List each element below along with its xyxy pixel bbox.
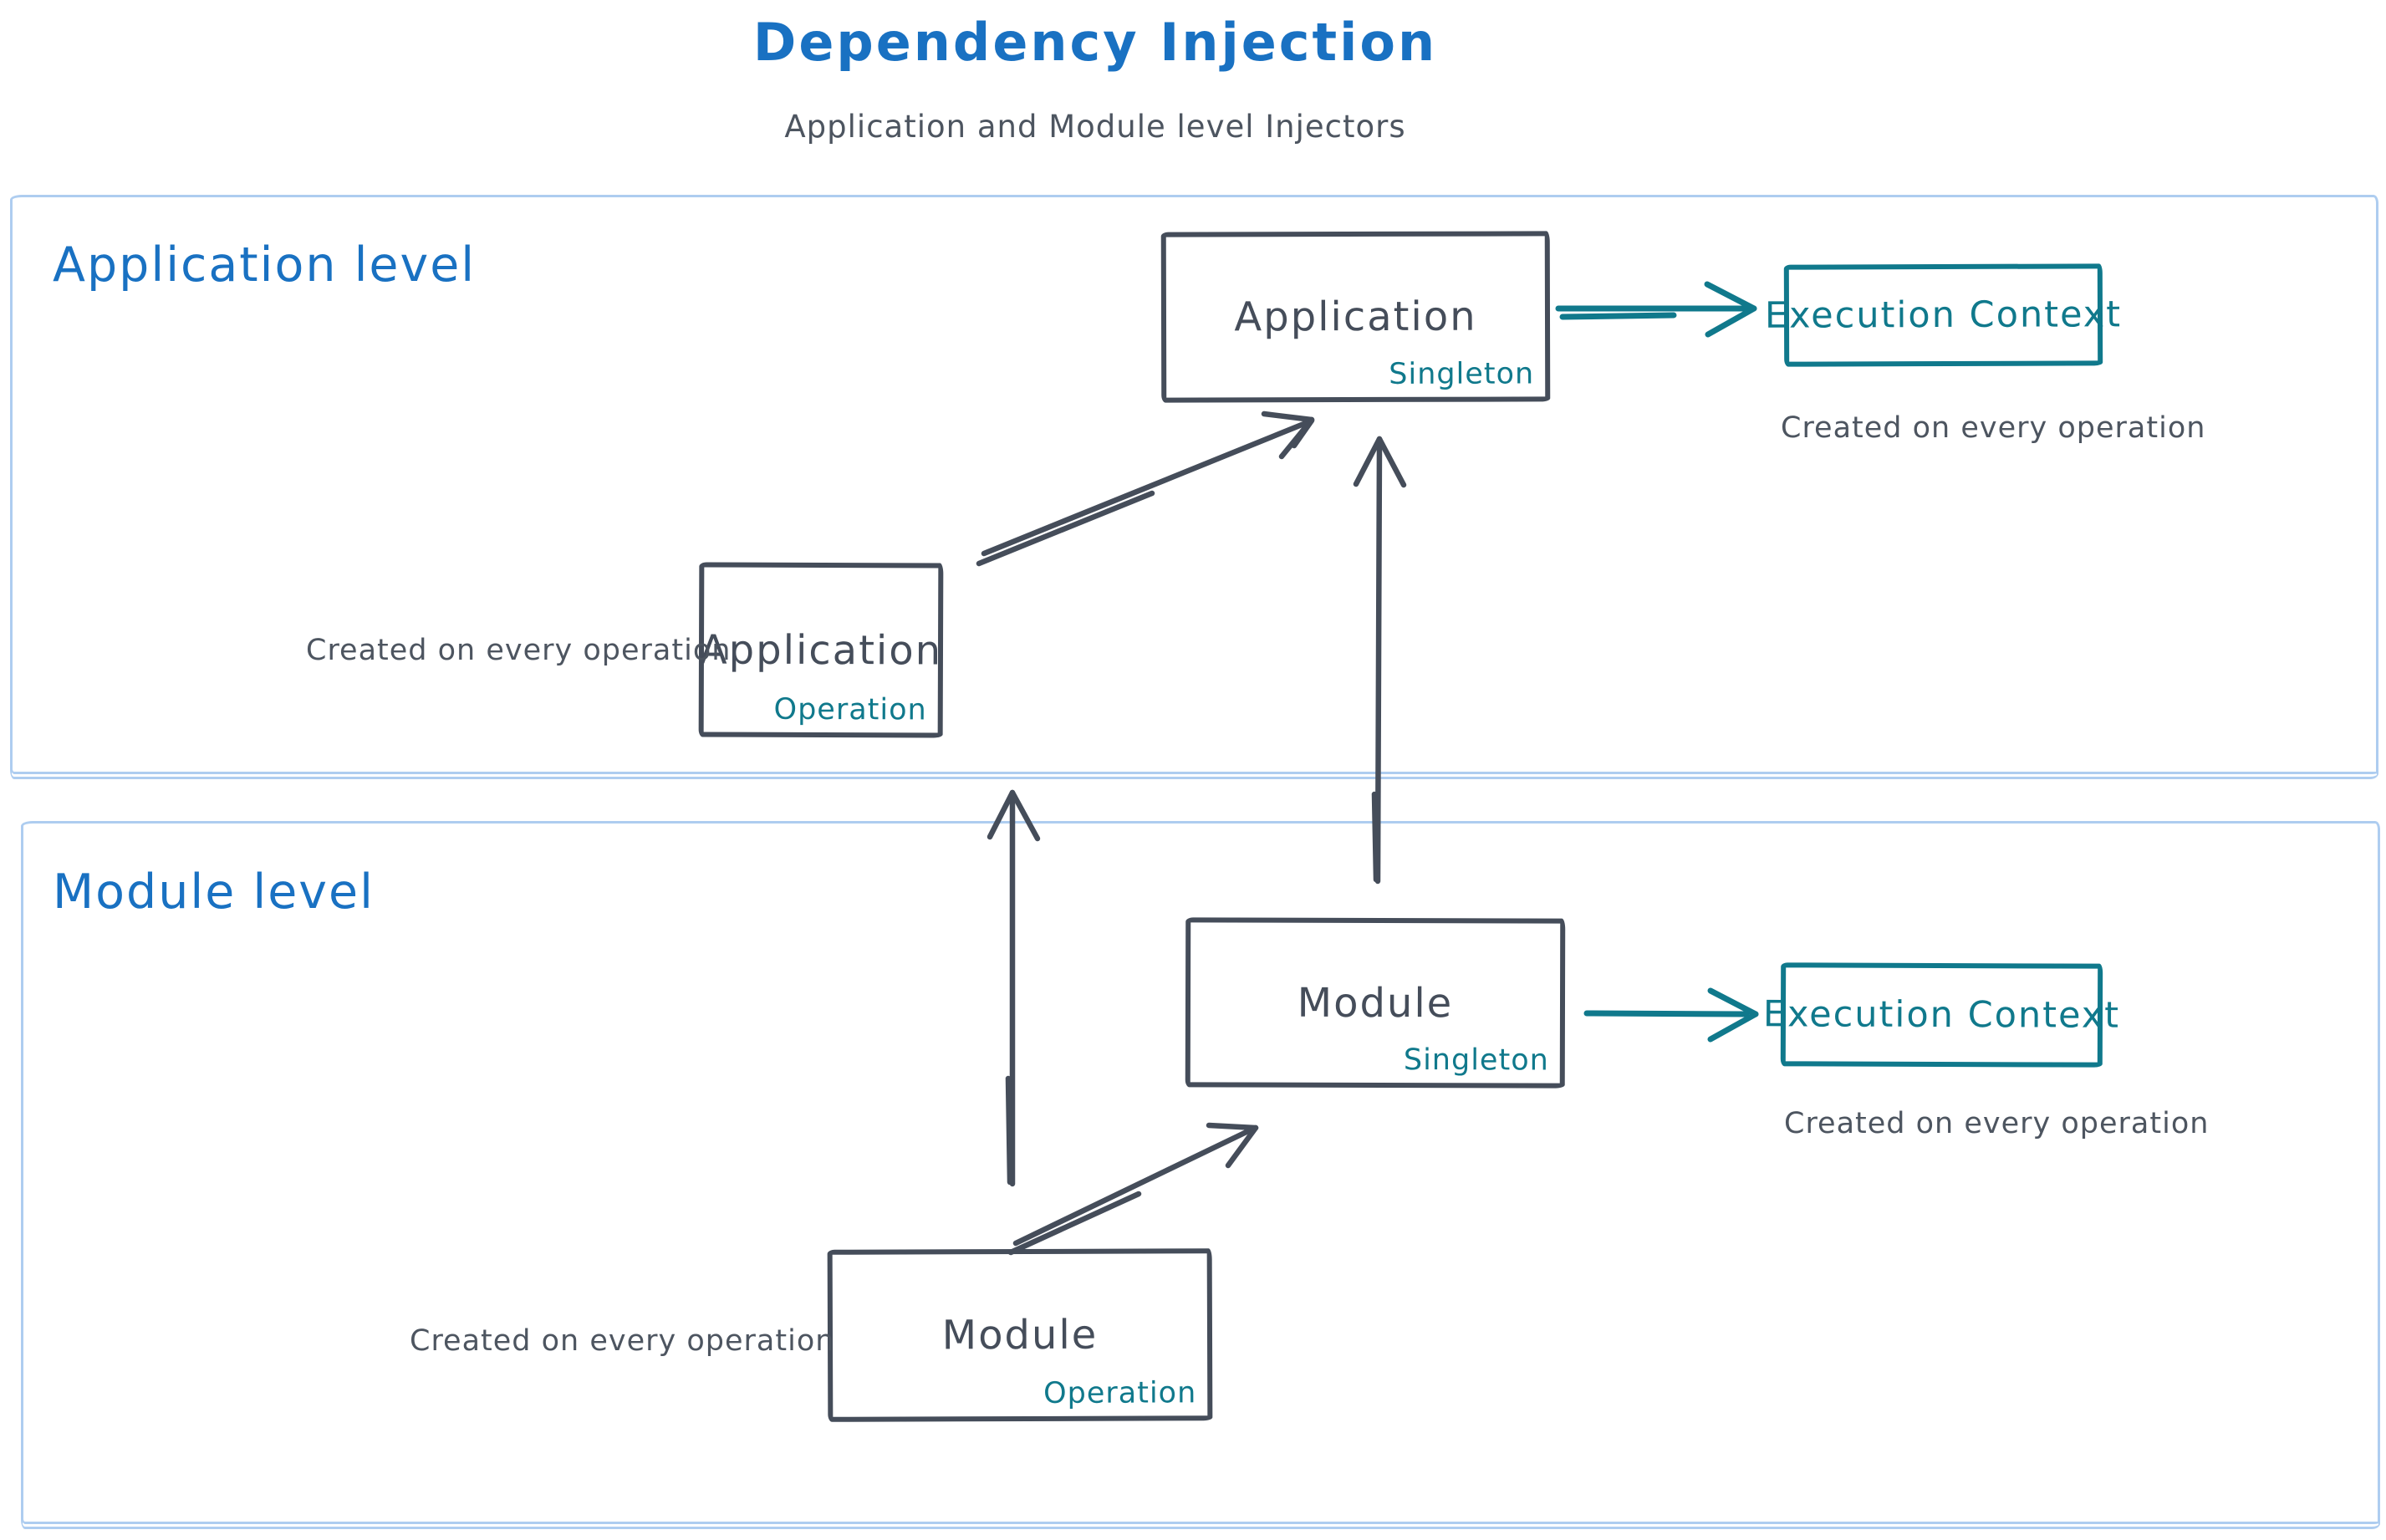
module-level-container: [21, 821, 2380, 1529]
execution-context-box-application: Execution Context: [1765, 263, 2122, 367]
application-operation-tag: Operation: [773, 692, 927, 727]
application-singleton-tag: Singleton: [1389, 357, 1535, 391]
application-level-label: Application level: [53, 237, 477, 293]
module-level-label: Module level: [53, 864, 375, 920]
note-operation-application: Created on every operation: [306, 634, 732, 667]
application-singleton-box: Application Singleton: [1160, 231, 1551, 403]
application-operation-box: Application Operation: [698, 562, 944, 738]
module-operation-title: Module: [941, 1311, 1099, 1359]
execution-context-box-module: Execution Context: [1763, 962, 2120, 1068]
application-operation-title: Application: [699, 625, 943, 675]
execution-context-label-module: Execution Context: [1762, 993, 2121, 1037]
note-operation-module: Created on every operation: [410, 1324, 835, 1358]
note-execution-application: Created on every operation: [1781, 411, 2206, 445]
note-execution-module: Created on every operation: [1784, 1107, 2210, 1140]
execution-context-label-application: Execution Context: [1764, 293, 2123, 337]
module-singleton-title: Module: [1297, 979, 1454, 1027]
application-singleton-title: Application: [1234, 293, 1477, 341]
module-operation-box: Module Operation: [827, 1248, 1213, 1422]
application-level-container: [10, 195, 2378, 779]
diagram-subtitle: Application and Module level Injectors: [784, 109, 1406, 145]
module-singleton-box: Module Singleton: [1185, 917, 1566, 1089]
module-singleton-tag: Singleton: [1403, 1043, 1549, 1078]
module-operation-tag: Operation: [1043, 1376, 1197, 1410]
diagram-title: Dependency Injection: [752, 12, 1438, 73]
